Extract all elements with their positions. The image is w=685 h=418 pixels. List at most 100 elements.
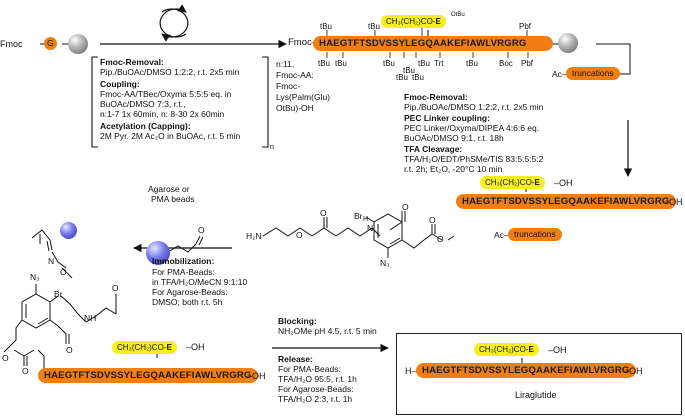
release-line: For Agarose-Beads: — [278, 384, 354, 394]
immobilization-line: DMSO; both r.t. 5h — [152, 297, 223, 307]
atom-label: Br — [54, 289, 63, 299]
atom-label: H₂N — [246, 231, 262, 241]
blocking-title: Blocking: — [278, 316, 317, 326]
cycle-subscript: n — [270, 144, 274, 151]
immobilization-line: For PMA-Beads: — [152, 267, 215, 277]
note-line: Lys(Palm(Glu) — [276, 92, 330, 102]
immobilization-line: in TFA/H₂O/MeCN 9:1:10 — [152, 277, 248, 287]
bead-linker-structure — [3, 234, 117, 370]
tfa-line: TFA/H₂O/EDT/PhSMe/TIS 83:5:5:5:2 — [404, 154, 544, 164]
aldehyde-linker — [167, 235, 204, 253]
acetyl-label: Ac– — [552, 69, 567, 79]
glycine-pill: G — [44, 37, 57, 50]
pg-label: tBu — [318, 59, 331, 68]
h-terminus-label: H– — [405, 366, 417, 376]
atom-label: H — [363, 216, 369, 223]
note-line: Fmoc-AA: — [276, 70, 314, 80]
immobilization-title: Immobilization: — [152, 256, 215, 266]
atom-label: O — [437, 234, 444, 244]
atom-label: O — [429, 215, 436, 225]
oh-label: –OH — [554, 178, 573, 188]
lipid-text: CH₃(CH₂)CO- — [479, 345, 529, 354]
pg-label: Pbf — [521, 59, 534, 68]
acetylation-text: 2M Pyr. 2M Ac₂O in BuOAc, r.t. 5 min — [100, 131, 241, 141]
peptide-sequence-bead: HAEGTFTSDVSSYLEGQAAKEFIAWLVRGRG — [38, 368, 258, 383]
fmoc-removal-title: Fmoc-Removal: — [100, 57, 164, 67]
glu-residue: E — [435, 17, 441, 26]
oh-label: –OH — [624, 366, 643, 376]
atom-label: O — [112, 283, 119, 293]
pg-label: tBu — [403, 66, 416, 75]
atom-label: O — [2, 353, 9, 363]
atom-label: Br — [354, 211, 363, 221]
atom-label: N — [48, 256, 55, 266]
pg-label: Trt — [434, 59, 444, 68]
resin-bead-icon — [558, 33, 578, 53]
atom-label: N — [367, 223, 374, 233]
release-title: Release: — [278, 354, 313, 364]
release-line: TFA/H₂O 95:5, r.t. 1h — [278, 374, 357, 384]
pec-title: PEC Linker coupling: — [404, 113, 490, 123]
pg-label: tBu — [466, 59, 479, 68]
peptide-sequence-resin: HAEGTFTSDVSSYLEGQAAKEFIAWLVRGRG — [313, 36, 553, 51]
release-line: TFA/H₂O 2:3, r.t. 1h — [278, 394, 353, 404]
fmoc-label: Fmoc — [0, 39, 23, 49]
blocking-text: NH₂OMe pH 4.5, r.t. 5 min — [278, 326, 377, 336]
atom-label: O — [320, 208, 327, 218]
pec-line: PEC Linker/Oxyma/DIPEA 4:6:6 eq. — [404, 123, 540, 133]
agarose-label: PMA beads — [151, 194, 195, 204]
atom-label: O — [402, 202, 409, 212]
oh-label: –OH — [664, 197, 683, 207]
pec-linker-structure — [262, 211, 455, 258]
pg-label: Boc — [499, 59, 513, 68]
note-line: Fmoc- — [276, 81, 301, 91]
truncations-pill: truncations — [508, 228, 562, 241]
coupling-line: Fmoc-AA/TBec/Oxyma 5:5:5 eq. in — [100, 89, 232, 99]
note-line: n:11, — [276, 59, 295, 69]
fmoc-removal-title: Fmoc-Removal: — [404, 92, 468, 102]
atom-label: O — [60, 267, 67, 277]
fmoc-prefix: Fmoc– — [288, 37, 318, 48]
pg-label: tBu — [418, 59, 431, 68]
agarose-bead-icon — [60, 222, 77, 239]
lipid-text: CH₃(CH₂)CO- — [386, 17, 436, 26]
peptide-sequence-linker: HAEGTFTSDVSSYLEGQAAKEFIAWLVRGRG — [456, 194, 676, 209]
atom-label: O — [22, 366, 29, 376]
atom-label: O — [296, 230, 303, 240]
glu-residue: E — [534, 178, 540, 187]
pg-label: tBu — [383, 59, 396, 68]
agarose-label: Agarose or — [148, 184, 190, 194]
lipid-chain-label: CH₃(CH₂)CO-E — [474, 343, 539, 356]
lipid-text: CH₃(CH₂)CO- — [485, 178, 535, 187]
truncations-pill: truncations — [566, 67, 620, 80]
pg-label: Pbf — [519, 22, 532, 31]
glu-residue: E — [528, 345, 534, 354]
tfa-line: r.t. 2h; Et₂O, -20°C 10 min — [404, 164, 503, 174]
atom-label: N₃ — [380, 258, 390, 268]
coupling-title: Coupling: — [100, 79, 140, 89]
atom-label: O — [198, 225, 205, 235]
lipid-chain-label: CH₃(CH₂)CO-E — [480, 176, 545, 189]
oh-label: –OH — [247, 371, 266, 381]
coupling-line: n:1-7 1x 60min, n: 8-30 2x 60min — [100, 109, 225, 119]
cycle-arrow-icon — [159, 4, 189, 42]
lipid-chain-label: CH₃(CH₂)CO-E — [112, 341, 177, 354]
immobilization-line: For Agarose-Beads: — [152, 287, 228, 297]
fmoc-removal-text: Pip./BuOAc/DMSO 1:2:2, r.t. 2x5 min — [100, 67, 240, 77]
release-line: For PMA-Beads: — [278, 364, 341, 374]
pg-label: tBu — [396, 73, 409, 82]
peptide-sequence-product: HAEGTFTSDVSSYLEGQAAKEFIAWLVRGRG — [416, 363, 636, 378]
pg-label: tBu — [412, 73, 425, 82]
glu-residue: E — [166, 343, 172, 352]
atom-label: NH — [84, 313, 97, 323]
oh-label: –OH — [548, 345, 567, 355]
lipid-text: CH₃(CH₂)CO- — [117, 343, 167, 352]
resin-bead-icon — [68, 34, 88, 54]
product-name: Liraglutide — [515, 390, 557, 400]
coupling-line: BuOAc/DMSO 7:3, r.t., — [100, 99, 186, 109]
acetylation-title: Acetylation (Capping): — [100, 121, 191, 131]
fmoc-removal-text: Pip./BuOAc/DMSO 1:2:2, r.t. 2x5 min — [404, 102, 544, 112]
oh-label: –OH — [186, 342, 205, 352]
pg-label: tBu — [335, 59, 348, 68]
